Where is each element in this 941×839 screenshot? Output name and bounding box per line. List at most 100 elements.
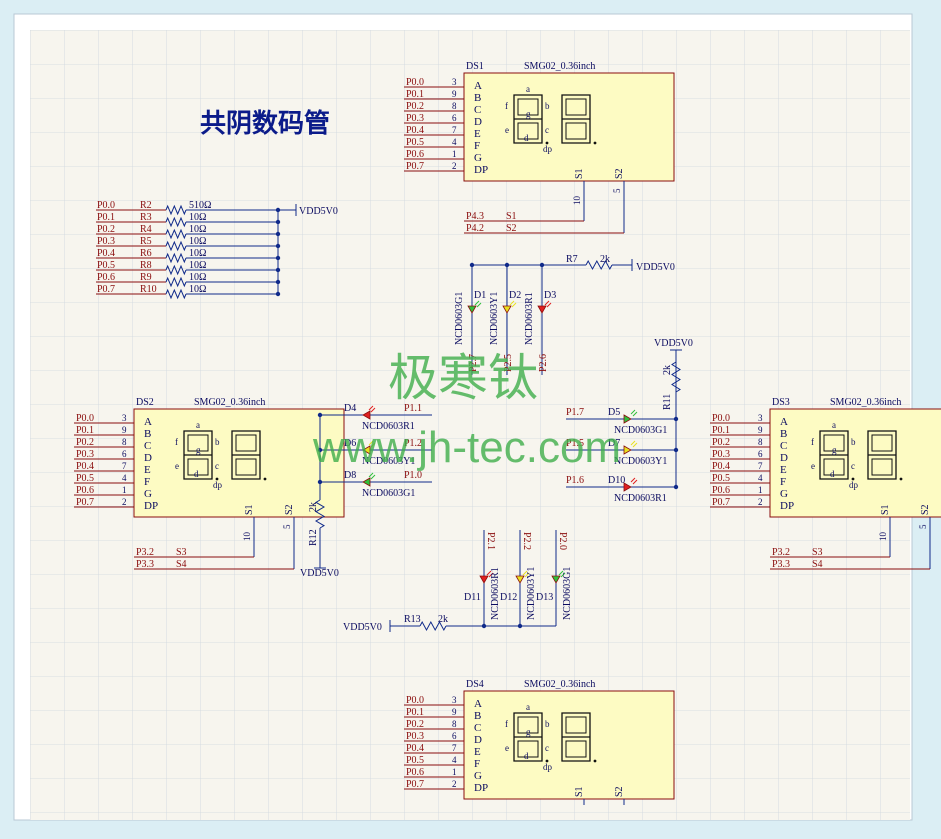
resistor-ref: R3 xyxy=(140,212,152,223)
select-port-label: P3.2 xyxy=(772,547,790,558)
select-port-label: P3.3 xyxy=(772,559,790,570)
segment-port-label: P0.7 xyxy=(76,497,94,508)
led-light xyxy=(474,300,482,308)
led-ref: D1 xyxy=(474,290,486,301)
led-part: NCD0603R1 xyxy=(362,421,415,432)
seg-letter: c xyxy=(215,461,219,471)
display-ref: DS1 xyxy=(466,61,484,72)
segment-pin-number: 9 xyxy=(452,89,457,99)
select-port-label: P3.3 xyxy=(136,559,154,570)
segment-port-label: P0.6 xyxy=(406,149,424,160)
resistor-ref: R7 xyxy=(566,254,578,265)
seg-letter: c xyxy=(851,461,855,471)
seg-letter: dp xyxy=(543,144,553,154)
segment-port-label: P0.0 xyxy=(712,413,730,424)
segment-pin-name: D xyxy=(780,452,788,464)
select-net-name: S2 xyxy=(506,223,517,234)
led-symbol xyxy=(467,300,482,314)
digit-dp xyxy=(263,477,267,481)
resistor-value: 10Ω xyxy=(189,284,206,295)
segment-pin-number: 2 xyxy=(452,161,457,171)
digit-dp xyxy=(593,141,597,145)
select-pin-name: S2 xyxy=(614,168,625,179)
led-ref: D2 xyxy=(509,290,521,301)
led-light xyxy=(558,570,566,578)
led-light xyxy=(509,300,517,308)
led-part: NCD0603G1 xyxy=(454,292,465,345)
segment-port-label: P0.1 xyxy=(406,707,424,718)
led-port: P2.0 xyxy=(557,532,568,550)
segment-pin-name: B xyxy=(144,428,151,440)
segment-port-label: P0.5 xyxy=(406,755,424,766)
digit-inner xyxy=(823,458,845,476)
segment-pin-name: A xyxy=(474,80,482,92)
led-light xyxy=(630,440,638,448)
segment-port-label: P0.2 xyxy=(406,719,424,730)
segment-port-label: P0.3 xyxy=(712,449,730,460)
resistor-ref: R4 xyxy=(140,224,152,235)
resistor-symbol xyxy=(165,240,187,252)
digit-outline xyxy=(561,94,591,144)
segment-pin-number: 3 xyxy=(758,413,763,423)
segment-pin-name: B xyxy=(780,428,787,440)
digit-inner xyxy=(517,122,539,140)
digit-outline xyxy=(231,430,261,480)
select-pin-number: 10 xyxy=(572,196,582,206)
seven-seg-digit xyxy=(183,430,219,481)
seg-letter: f xyxy=(505,101,508,111)
select-port-label: P4.2 xyxy=(466,223,484,234)
display-ref: DS4 xyxy=(466,679,484,690)
led-part: NCD0603Y1 xyxy=(362,456,415,467)
segment-pin-number: 7 xyxy=(758,461,763,471)
led-ref: D5 xyxy=(608,407,620,418)
junction-dot xyxy=(481,623,487,629)
led-port: P2.7 xyxy=(468,354,479,372)
led-part: NCD0603R1 xyxy=(614,493,667,504)
seg-letter: d xyxy=(194,469,199,479)
display-body xyxy=(769,408,941,518)
select-pin-name: S2 xyxy=(614,786,625,797)
watermark-url: www.jh-tec.com xyxy=(312,423,621,472)
led-port: P1.2 xyxy=(404,438,422,449)
led-port: P2.1 xyxy=(485,532,496,550)
segment-port-label: P0.1 xyxy=(406,89,424,100)
seg-letter: b xyxy=(545,101,550,111)
seg-letter: g xyxy=(832,445,837,455)
resistor-value: 10Ω xyxy=(189,236,206,247)
segment-pin-name: A xyxy=(144,416,152,428)
display-model: SMG02_0.36inch xyxy=(524,61,595,72)
segment-pin-number: 1 xyxy=(758,485,763,495)
digit-dp xyxy=(851,477,855,481)
led-symbol xyxy=(479,570,494,584)
segment-pin-number: 9 xyxy=(122,425,127,435)
led-ref: D4 xyxy=(344,403,356,414)
display-model: SMG02_0.36inch xyxy=(194,397,265,408)
segment-pin-name: D xyxy=(474,116,482,128)
segment-pin-number: 6 xyxy=(452,731,457,741)
led-part: NCD0603G1 xyxy=(562,567,573,620)
segment-port-label: P0.4 xyxy=(406,125,424,136)
seg-letter: dp xyxy=(543,762,553,772)
digit-dp xyxy=(215,477,219,481)
segment-port-label: P0.6 xyxy=(406,767,424,778)
segment-pin-name: A xyxy=(780,416,788,428)
led-port: P1.6 xyxy=(566,475,584,486)
select-pin-number: 5 xyxy=(282,524,292,529)
digit-inner xyxy=(871,458,893,476)
seg-letter: dp xyxy=(849,480,859,490)
segment-pin-name: E xyxy=(780,464,787,476)
resistor-value: 10Ω xyxy=(189,272,206,283)
resistor-ref: R5 xyxy=(140,236,152,247)
segment-pin-name: F xyxy=(144,476,150,488)
segment-pin-name: DP xyxy=(144,500,158,512)
segment-port-label: P0.6 xyxy=(712,485,730,496)
led-light xyxy=(486,570,494,578)
resistor-port-label: P0.6 xyxy=(97,272,115,283)
led-body xyxy=(479,575,489,584)
digit-inner xyxy=(517,716,539,734)
junction-dot xyxy=(317,479,323,485)
resistor-symbol xyxy=(419,620,447,632)
segment-port-label: P0.5 xyxy=(712,473,730,484)
